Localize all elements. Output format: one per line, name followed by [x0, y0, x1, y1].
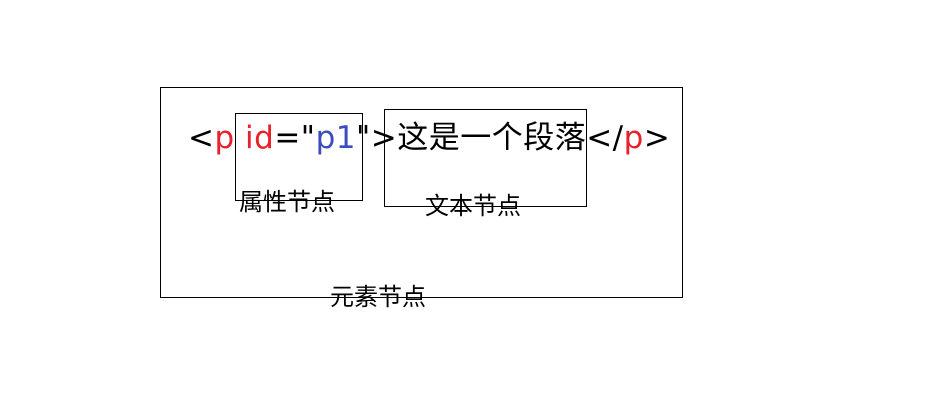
- close-bracket-slash: </: [586, 120, 624, 156]
- close-tag-name: p: [623, 120, 644, 156]
- text-node-label: 文本节点: [425, 192, 521, 220]
- equals-quote: =": [274, 120, 316, 156]
- quote-close-bracket: ">: [355, 120, 398, 156]
- element-node-box: [160, 87, 683, 298]
- text-node-box: [384, 109, 587, 207]
- close-bracket: >: [643, 120, 671, 156]
- html-code-line: <p id="p1">这是一个段落</p>: [188, 118, 670, 158]
- attribute-node-box: [235, 113, 363, 201]
- open-tag-name: p: [214, 120, 235, 156]
- element-node-label: 元素节点: [330, 283, 426, 311]
- open-bracket: <: [188, 120, 215, 156]
- text-content: 这是一个段落: [397, 120, 587, 156]
- tag-space: [235, 120, 245, 156]
- attribute-node-label: 属性节点: [239, 188, 335, 216]
- attribute-value: p1: [315, 120, 356, 156]
- attribute-name: id: [245, 120, 275, 156]
